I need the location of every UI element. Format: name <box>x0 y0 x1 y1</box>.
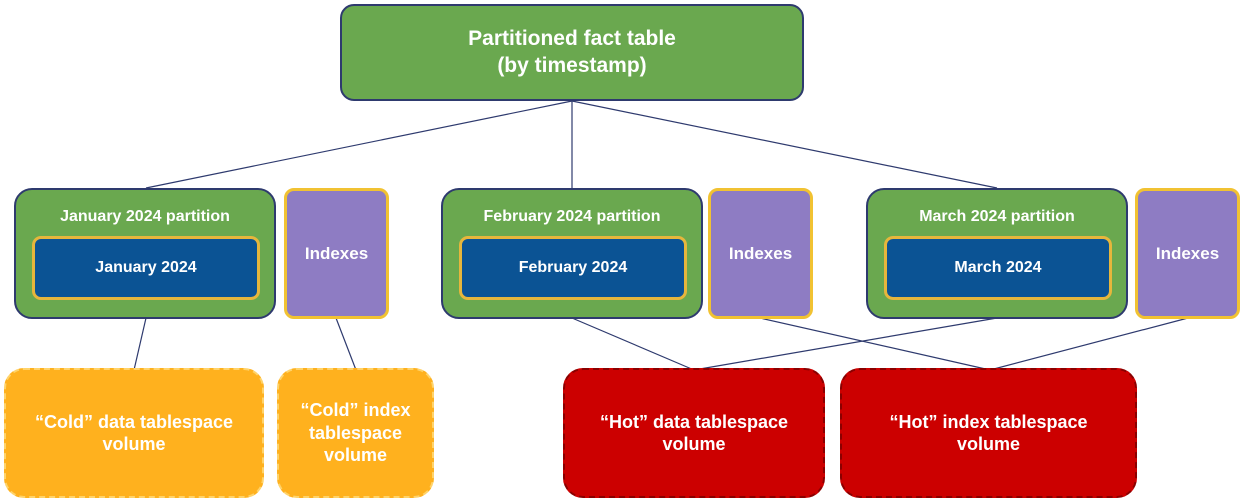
cold-index-line1: “Cold” index <box>300 400 411 421</box>
march-month-box: March 2024 <box>884 236 1112 300</box>
cold-data-line2: volume <box>102 434 166 454</box>
january-month-box: January 2024 <box>32 236 260 300</box>
march-partition-node: March 2024 partition March 2024 <box>866 188 1128 319</box>
cold-data-tablespace-volume: “Cold” data tablespace volume <box>4 368 264 498</box>
february-partition-title: February 2024 partition <box>483 208 661 225</box>
march-indexes-node: Indexes <box>1135 188 1240 319</box>
connector-february-indexes-hot-index <box>759 317 991 371</box>
hot-index-line2: volume <box>956 434 1021 454</box>
february-indexes-node: Indexes <box>708 188 813 319</box>
connector-march-indexes-hot-index <box>989 317 1189 371</box>
cold-index-tablespace-volume: “Cold” index tablespace volume <box>277 368 434 498</box>
hot-data-tablespace-volume: “Hot” data tablespace volume <box>563 368 825 498</box>
connector-january-cold-data <box>133 317 147 371</box>
partitioned-fact-table-node: Partitioned fact table (by timestamp) <box>340 4 804 101</box>
root-title-line2: (by timestamp) <box>497 53 647 77</box>
connector-march-hot-data <box>693 317 998 371</box>
hot-data-line1: “Hot” data tablespace <box>599 411 789 432</box>
hot-data-line2: volume <box>662 434 726 454</box>
february-partition-node: February 2024 partition February 2024 <box>441 188 703 319</box>
cold-data-line1: “Cold” data tablespace <box>34 411 234 432</box>
february-month-box: February 2024 <box>459 236 687 300</box>
connector-root-january <box>145 100 573 189</box>
cold-index-line2: tablespace <box>308 422 403 443</box>
connector-january-indexes-cold-index <box>335 317 357 371</box>
hot-index-line1: “Hot” index tablespace <box>889 411 1088 432</box>
january-indexes-node: Indexes <box>284 188 389 319</box>
hot-index-tablespace-volume: “Hot” index tablespace volume <box>840 368 1137 498</box>
connector-february-hot-data <box>571 317 695 371</box>
connector-root-march <box>571 100 998 189</box>
march-partition-title: March 2024 partition <box>919 208 1075 225</box>
root-title-line1: Partitioned fact table <box>468 27 676 51</box>
cold-index-line3: volume <box>323 445 388 466</box>
january-partition-node: January 2024 partition January 2024 <box>14 188 276 319</box>
january-partition-title: January 2024 partition <box>60 208 230 225</box>
